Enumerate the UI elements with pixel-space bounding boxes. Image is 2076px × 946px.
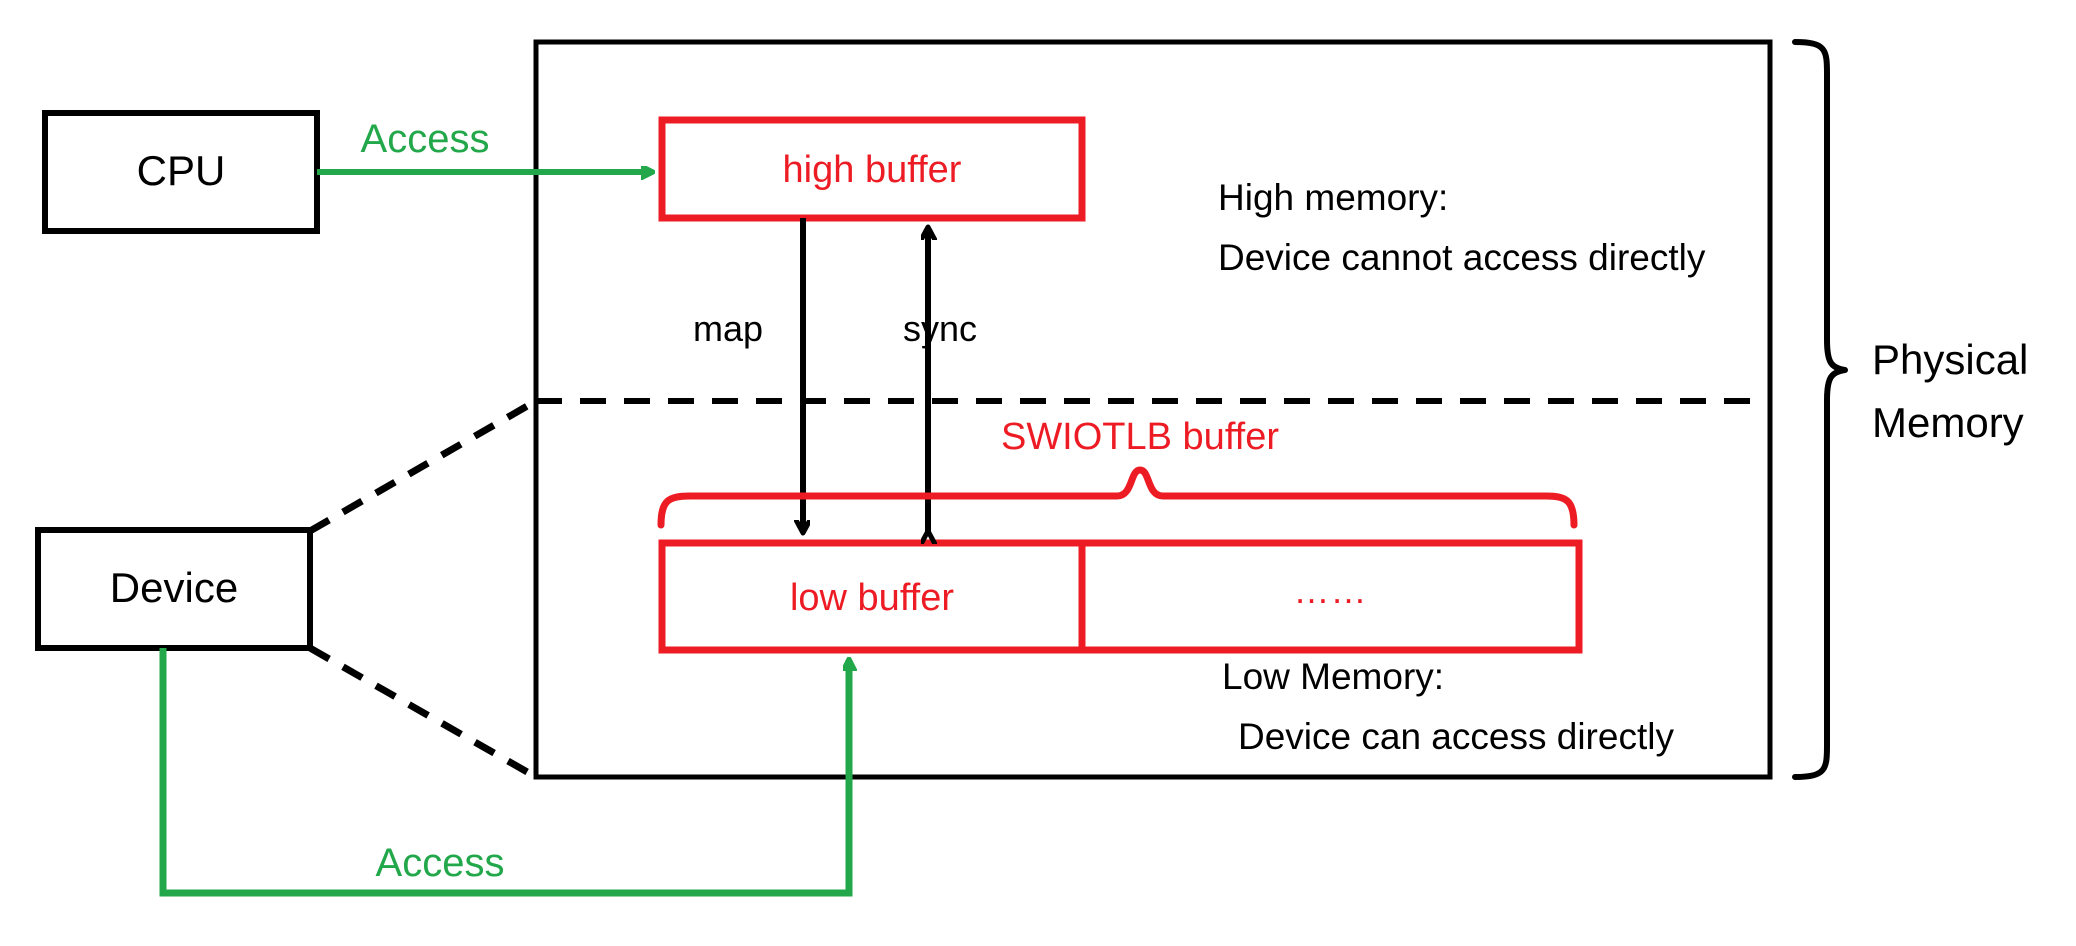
high-buffer-label: high buffer xyxy=(782,149,962,191)
high-memory-line1: High memory: xyxy=(1218,177,1449,218)
low-buffer-label: low buffer xyxy=(789,577,955,619)
low-buffer-box xyxy=(658,539,1086,654)
high-buffer-box xyxy=(658,116,1086,222)
high-memory-line2: Device cannot access directly xyxy=(1218,237,1706,278)
physical-memory-rect xyxy=(533,39,1773,780)
device-access-label: Access xyxy=(375,841,505,885)
physical-memory-brace xyxy=(1792,39,1848,780)
device-to-memory-lower-dashed-line xyxy=(308,644,538,781)
swiotlb-buffer-label: SWIOTLB buffer xyxy=(1000,416,1280,458)
device-label: Device xyxy=(109,564,239,611)
ellipsis-buffer-box xyxy=(1078,539,1583,654)
physical-memory-line1: Physical xyxy=(1872,336,2029,383)
low-memory-line1: Low Memory: xyxy=(1222,656,1445,697)
device-to-memory-upper-dashed-line xyxy=(308,397,538,535)
swiotlb-brace xyxy=(657,466,1578,529)
cpu-access-label: Access xyxy=(360,117,490,161)
sync-label: sync xyxy=(902,308,978,349)
device-access-arrow xyxy=(159,648,849,897)
cpu-label: CPU xyxy=(136,147,226,194)
low-memory-line2: Device can access directly xyxy=(1238,716,1674,757)
physical-memory-line2: Memory xyxy=(1872,399,2024,446)
ellipsis-buffer-label: …… xyxy=(1293,570,1368,611)
device-box xyxy=(35,527,313,651)
map-label: map xyxy=(692,308,764,349)
